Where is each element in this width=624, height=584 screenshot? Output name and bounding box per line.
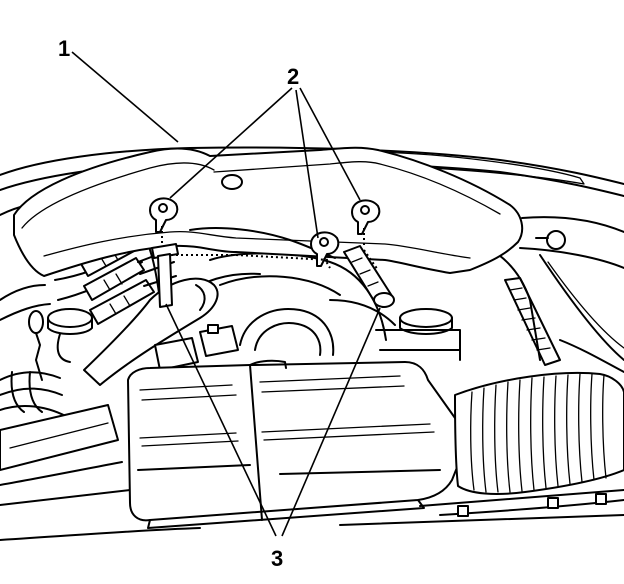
stud-left	[151, 243, 179, 308]
studs	[151, 243, 395, 308]
clip-left	[149, 197, 179, 233]
upper-hose	[83, 277, 219, 386]
leader-2a	[169, 87, 293, 199]
dipstick	[28, 310, 44, 381]
leader-lines	[71, 51, 381, 537]
install-paths	[161, 226, 379, 271]
lower-panel	[0, 514, 624, 541]
air-intake-duct	[13, 146, 524, 277]
callout-2: 2	[287, 64, 299, 89]
front-left-rail	[0, 404, 131, 506]
leader-3a	[165, 303, 277, 537]
leader-3b	[281, 307, 381, 537]
callout-3: 3	[271, 546, 283, 571]
right-coil-strip	[504, 277, 561, 366]
callout-1: 1	[58, 36, 70, 61]
sensor-connector	[154, 324, 239, 371]
leader-2c	[299, 87, 361, 201]
fluid-reservoir-cap	[375, 308, 461, 361]
outlet-duct	[419, 371, 624, 517]
clip-center	[310, 231, 340, 267]
clip-right	[351, 199, 381, 235]
duct-clips	[149, 197, 381, 267]
stud-right	[343, 245, 395, 308]
oil-filler-cap	[47, 308, 93, 363]
leader-2b	[295, 89, 319, 239]
leader-1	[71, 51, 179, 143]
right-fender	[519, 216, 624, 373]
